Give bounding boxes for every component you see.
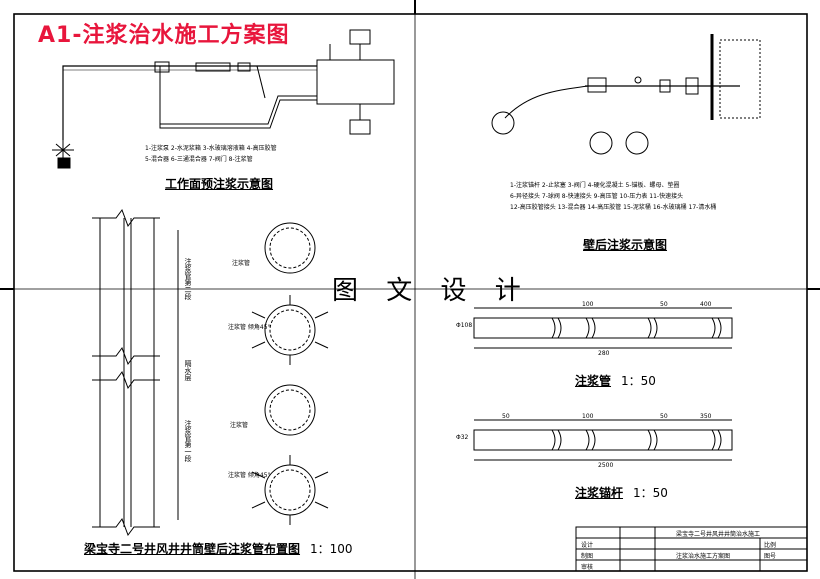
fig2-legend: 1-注浆锚杆 2-止浆塞 3-阀门 4-硬化混凝土 5-锚板、螺母、垫圈 6-异… bbox=[510, 182, 717, 211]
tb-project: 梁宝寺二号井风井井筒治水施工 bbox=[676, 531, 761, 538]
banner-title: A1-注浆治水施工方案图 bbox=[38, 23, 290, 48]
title-block bbox=[575, 526, 808, 572]
fig5-dim-b: 100 bbox=[582, 413, 594, 420]
tb-col-1: 比例 bbox=[764, 542, 777, 549]
tb-row-3: 审核 bbox=[581, 564, 594, 571]
fig3-rings bbox=[251, 222, 329, 525]
ring-label-4: 注浆管 倾角45° bbox=[228, 472, 271, 479]
fig4-diameter: Φ108 bbox=[456, 322, 473, 329]
fig1-schematic bbox=[52, 29, 395, 169]
fig5-dim-a: 50 bbox=[502, 413, 510, 420]
shaft-label-middle: 隔水层 bbox=[184, 360, 192, 381]
fig4-dim-b: 50 bbox=[660, 301, 668, 308]
fig2-title: 壁后注浆示意图 bbox=[583, 238, 668, 252]
ring-label-2: 注浆管 倾角45° bbox=[228, 324, 271, 331]
tb-drawing-name: 注浆治水施工方案图 bbox=[676, 553, 731, 560]
fig4-dim-total: 280 bbox=[598, 350, 610, 357]
brand-watermark: 图 文 设 计 bbox=[332, 276, 531, 306]
fig4-dim-a: 100 bbox=[582, 301, 594, 308]
tb-row-2: 制图 bbox=[581, 553, 594, 560]
ring-label-1: 注浆管 bbox=[232, 260, 251, 267]
fig3-shaft bbox=[92, 208, 179, 537]
shaft-label-upper: 注浆管第二段 bbox=[184, 258, 192, 300]
tb-col-2: 图号 bbox=[764, 553, 777, 560]
shaft-label-lower: 注浆管第一段 bbox=[184, 420, 192, 462]
tb-row-1: 设计 bbox=[581, 542, 594, 549]
fig5-bolt bbox=[473, 419, 733, 461]
fig1-legend: 1-注浆泵 2-水泥浆箱 3-水玻璃溶液箱 4-高压胶管 5-混合器 6-三通混… bbox=[145, 145, 277, 163]
fig4-pipe bbox=[473, 307, 733, 349]
fig5-dim-d: 350 bbox=[700, 413, 712, 420]
ring-label-3: 注浆管 bbox=[230, 422, 249, 429]
fig2-schematic bbox=[491, 34, 761, 155]
grout-pump bbox=[316, 59, 395, 105]
fig5-dim-c: 50 bbox=[660, 413, 668, 420]
drawing-frame bbox=[13, 13, 808, 572]
fig5-dim-total: 2500 bbox=[598, 462, 614, 469]
fig1-title: 工作面预注浆示意图 bbox=[165, 177, 274, 191]
fig5-diameter: Φ32 bbox=[456, 434, 469, 441]
fig4-dim-c: 400 bbox=[700, 301, 712, 308]
